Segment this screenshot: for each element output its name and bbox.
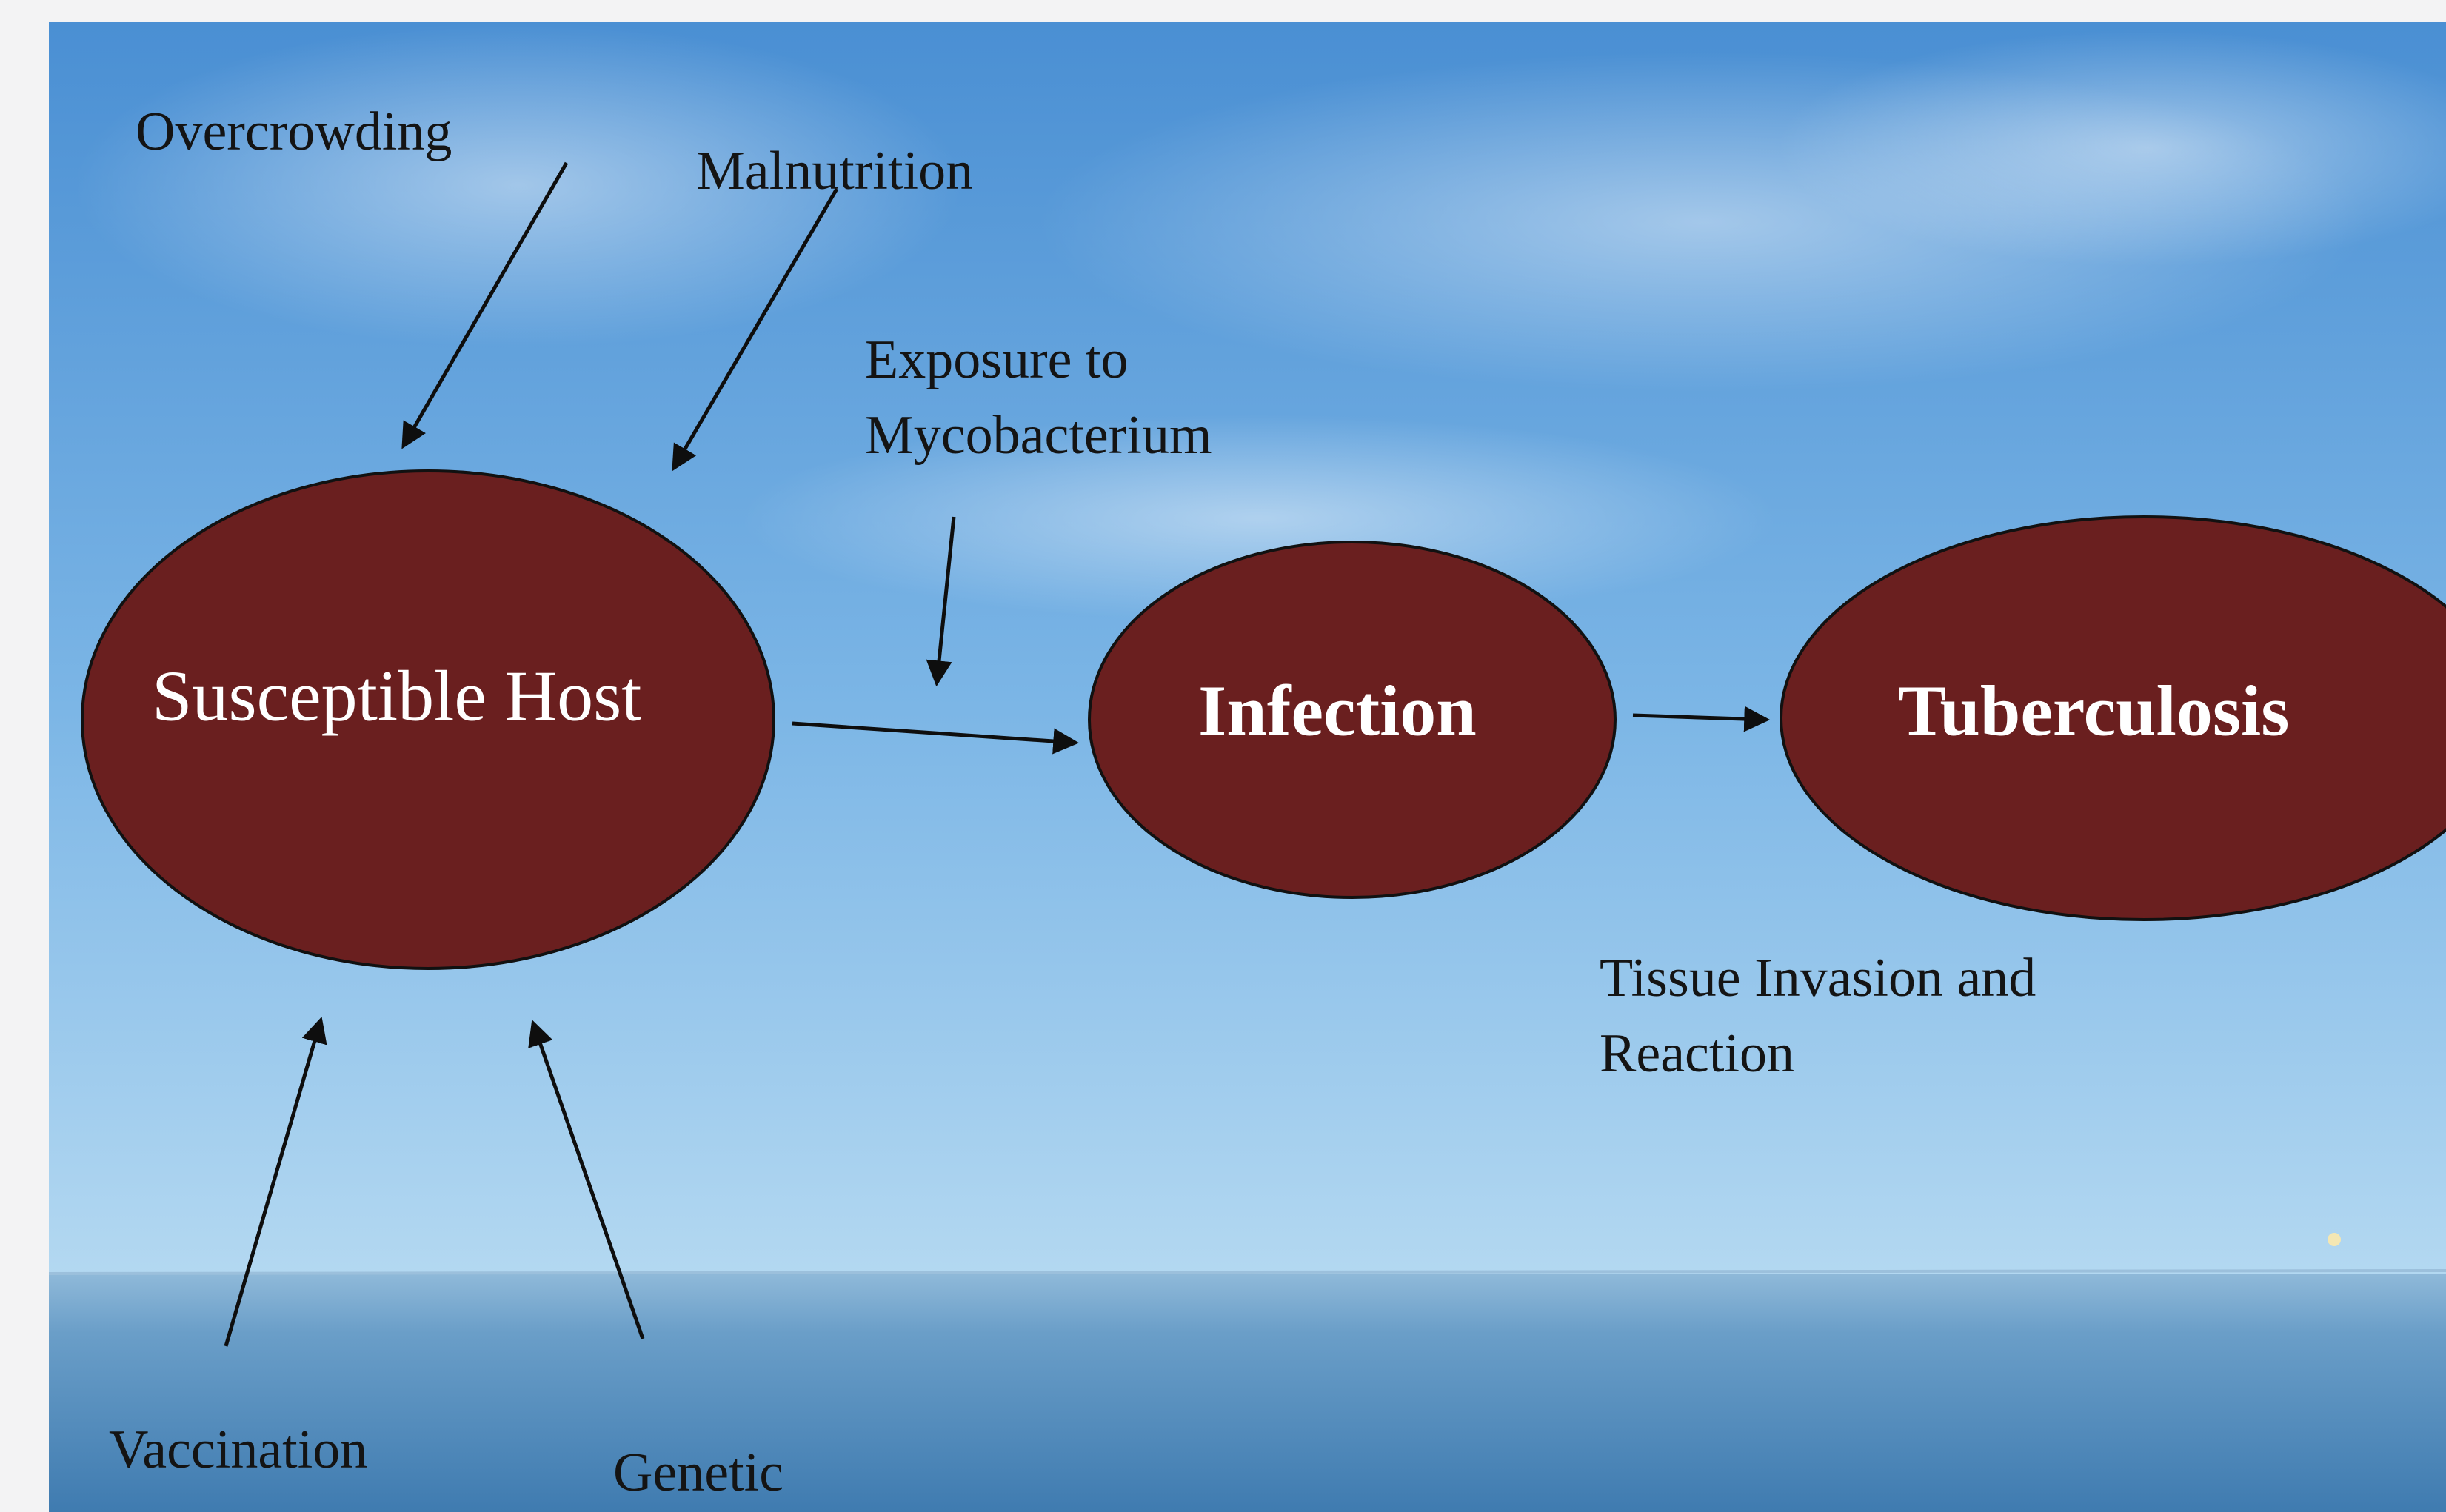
node-susceptible-host: Susceptible Host <box>82 471 774 969</box>
infection-label: Infection <box>1198 671 1477 751</box>
node-infection: Infection <box>1089 542 1615 897</box>
overcrowding-label: Overcrowding <box>136 101 452 162</box>
vaccination-label: Vaccination <box>109 1419 367 1480</box>
exposure-label-line1: Exposure to <box>865 330 1129 390</box>
exposure-label-line2: Mycobacterium <box>865 405 1212 466</box>
genetic-label: Genetic <box>613 1442 783 1503</box>
distant-boat <box>2328 1233 2341 1246</box>
tuberculosis-label: Tuberculosis <box>1898 671 2289 751</box>
sea-area <box>49 1274 2446 1512</box>
malnutrition-label: Malnutrition <box>696 141 973 201</box>
tissue-invasion-label-line1: Tissue Invasion and <box>1600 948 2036 1008</box>
tissue-invasion-label-line2: Reaction <box>1600 1023 1794 1084</box>
host-label: Susceptible Host <box>152 656 641 736</box>
